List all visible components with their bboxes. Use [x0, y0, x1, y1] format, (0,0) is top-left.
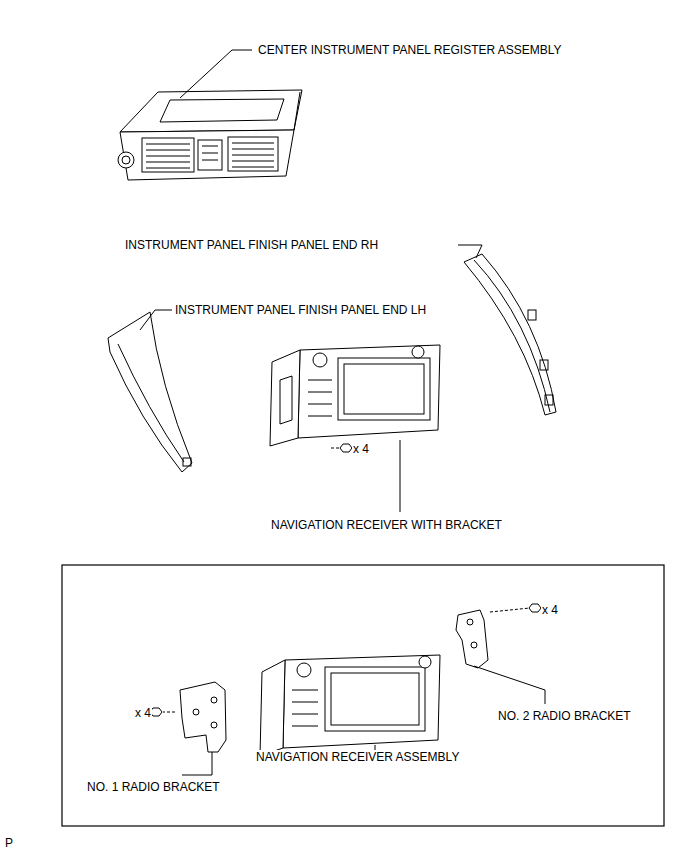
part-label: x 4 — [352, 442, 370, 456]
illustration-line — [294, 92, 300, 130]
illustration-line — [108, 312, 192, 472]
part-label: x 4 — [541, 603, 559, 617]
illustration-line — [474, 260, 550, 412]
illustration-line — [228, 137, 278, 171]
page-mark: P — [4, 836, 14, 850]
illustration-line — [232, 143, 274, 167]
illustration-line — [344, 364, 424, 414]
illustration-line — [340, 444, 352, 452]
part-label: NO. 1 RADIO BRACKET — [86, 780, 221, 794]
illustration-line — [292, 690, 318, 726]
illustration-line — [163, 712, 175, 713]
illustration-line — [540, 360, 548, 370]
illustration-line — [260, 655, 440, 756]
illustration-line — [180, 682, 226, 752]
detail-frame — [62, 565, 664, 826]
illustration-line — [108, 312, 192, 472]
illustration-line — [193, 709, 199, 715]
illustration-line — [118, 344, 184, 462]
illustration-line — [202, 146, 218, 160]
illustration-line — [146, 144, 190, 168]
illustration-line — [182, 752, 212, 775]
illustration-line — [308, 380, 332, 416]
part-label: NO. 2 RADIO BRACKET — [497, 709, 632, 723]
illustration-line — [456, 604, 545, 704]
illustration-line — [260, 660, 285, 756]
illustration-line — [458, 245, 482, 258]
part-label: INSTRUMENT PANEL FINISH PANEL END LH — [174, 303, 427, 317]
illustration-line — [118, 152, 134, 168]
illustration-line — [180, 50, 252, 98]
part-label: NAVIGATION RECEIVER WITH BRACKET — [270, 518, 503, 532]
illustration-line — [419, 656, 431, 668]
part-label: NAVIGATION RECEIVER ASSEMBLY — [255, 750, 460, 764]
illustration-line — [198, 140, 222, 170]
part-label: x 4 — [134, 706, 152, 720]
part-label: INSTRUMENT PANEL FINISH PANEL END RH — [124, 238, 379, 252]
illustration-line — [297, 663, 311, 677]
part-label: CENTER INSTRUMENT PANEL REGISTER ASSEMBL… — [257, 43, 563, 57]
illustration-line — [528, 310, 536, 320]
illustration-line — [118, 90, 302, 180]
illustration-line — [325, 667, 425, 731]
illustration-line — [270, 350, 300, 446]
illustration-line — [160, 99, 284, 122]
illustration-line — [280, 376, 292, 424]
illustration-line — [211, 722, 217, 728]
illustration-line — [331, 673, 419, 725]
illustration-line — [183, 458, 191, 466]
illustration-line — [338, 358, 430, 420]
illustration-line — [270, 345, 440, 512]
illustration-line — [140, 310, 172, 330]
illustration-line — [150, 682, 226, 775]
illustration-line — [313, 353, 327, 367]
illustration-line — [467, 619, 473, 625]
illustration-line — [471, 642, 477, 648]
illustration-line — [490, 608, 530, 612]
illustration-line — [120, 90, 302, 132]
illustration-line — [122, 156, 130, 164]
illustration-line — [412, 346, 424, 358]
illustration-line — [464, 254, 556, 415]
illustration-line — [283, 655, 440, 748]
illustration-line — [120, 130, 294, 180]
illustration-line — [298, 345, 440, 438]
illustration-line — [400, 440, 401, 512]
illustration-line — [456, 610, 488, 668]
illustration-line — [474, 666, 545, 704]
illustration-line — [545, 395, 553, 405]
illustration-line — [142, 138, 194, 172]
illustration-line — [529, 604, 541, 612]
illustration-line — [211, 697, 217, 703]
illustration-line — [464, 254, 556, 415]
